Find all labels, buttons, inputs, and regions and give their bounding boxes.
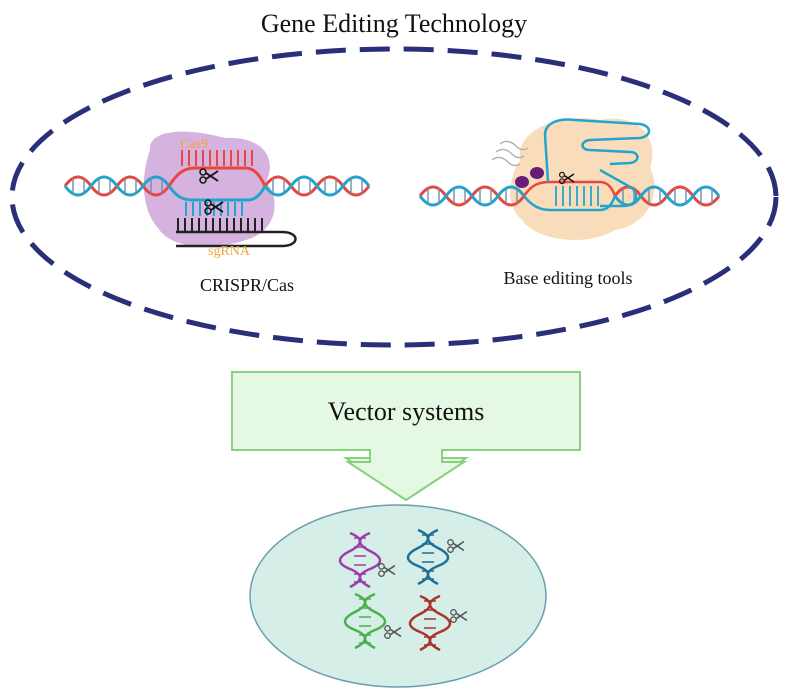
- crispr-dna-helix: [63, 166, 371, 202]
- crispr-unwound-top-strand: [167, 166, 267, 187]
- scissors-icon: [447, 539, 465, 553]
- base-editing-rloop-top: [522, 180, 617, 197]
- vector-systems-box: [231, 371, 581, 451]
- crispr-cas-illustration: Cas9 sgRNA: [63, 131, 371, 259]
- base-editing-rloop-bottom: [523, 195, 617, 212]
- scissors-icon: [199, 168, 219, 184]
- technology-dashed-ellipse: [9, 46, 779, 348]
- scissors-icon: [378, 563, 396, 577]
- base-editing-paired-bases: [555, 186, 599, 206]
- sgrna-backbone: [176, 230, 297, 248]
- crispr-bases-top: [181, 150, 253, 166]
- scissors-icon: [204, 199, 224, 215]
- diagram-title: Gene Editing Technology: [261, 9, 527, 38]
- dna-helix-icon: [338, 531, 382, 589]
- cas9-protein-blob: [143, 131, 275, 247]
- base-editing-dna-rungs: [427, 188, 713, 204]
- ugi-wavy-lines: [491, 140, 529, 167]
- guide-rna-loop: [543, 118, 651, 183]
- target-cell: [249, 504, 547, 688]
- deaminase-domain-right: [530, 167, 544, 179]
- scissors-icon: [558, 171, 575, 185]
- crispr-dna-rungs: [72, 178, 363, 194]
- scissors-icon: [450, 609, 468, 623]
- vector-systems-label: Vector systems: [328, 397, 485, 426]
- vector-arrow-head: [344, 450, 468, 502]
- crispr-unwound-bottom-strand: [167, 185, 267, 202]
- deaminase-domain-left: [515, 176, 529, 188]
- sgrna-label: sgRNA: [208, 244, 251, 259]
- dna-helix-icon: [406, 528, 450, 586]
- dna-helix-icon: [343, 592, 387, 650]
- base-editing-caption: Base editing tools: [504, 268, 633, 288]
- crispr-cas-caption: CRISPR/Cas: [200, 275, 294, 295]
- base-editing-illustration: [418, 118, 721, 241]
- sgrna-guide-bases: [177, 218, 263, 232]
- base-editor-protein-blob: [510, 118, 655, 241]
- dna-helix-icon: [408, 594, 452, 652]
- cas9-label: Cas9: [180, 137, 208, 152]
- guide-rna-tail: [599, 168, 638, 208]
- scissors-icon: [384, 625, 402, 639]
